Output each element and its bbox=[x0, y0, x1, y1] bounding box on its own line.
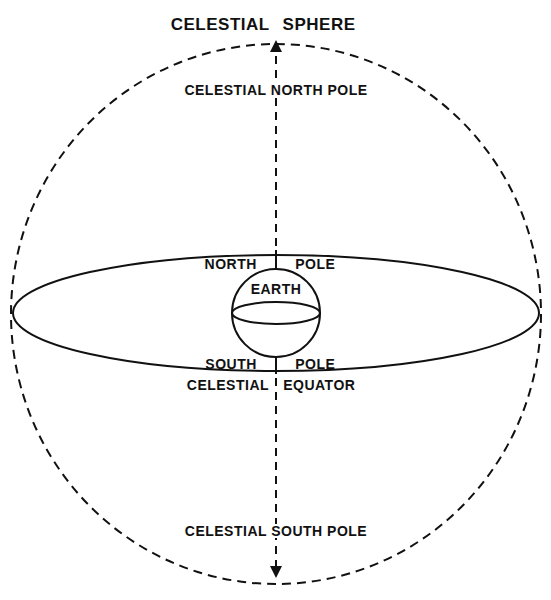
earth-circle: EARTH bbox=[230, 267, 322, 359]
pole-label: CELESTIAL NORTH POLE bbox=[181, 83, 370, 97]
earth-label: EARTH bbox=[230, 267, 322, 296]
celestial-equator-ring bbox=[13, 255, 539, 371]
equator-label: CELESTIAL EQUATOR bbox=[187, 378, 356, 392]
earth-equator bbox=[232, 302, 320, 324]
south-arrowhead bbox=[270, 566, 282, 578]
north-arrowhead bbox=[270, 40, 282, 52]
celestial-sphere-outline bbox=[11, 44, 541, 584]
diagram-title: CELESTIAL SPHERE bbox=[168, 16, 359, 33]
pole-label: CELESTIAL SOUTH POLE bbox=[182, 524, 370, 538]
pole-label: SOUTH POLE bbox=[205, 357, 335, 371]
earth-outline bbox=[230, 267, 322, 359]
north-axis-dashed bbox=[275, 52, 277, 246]
